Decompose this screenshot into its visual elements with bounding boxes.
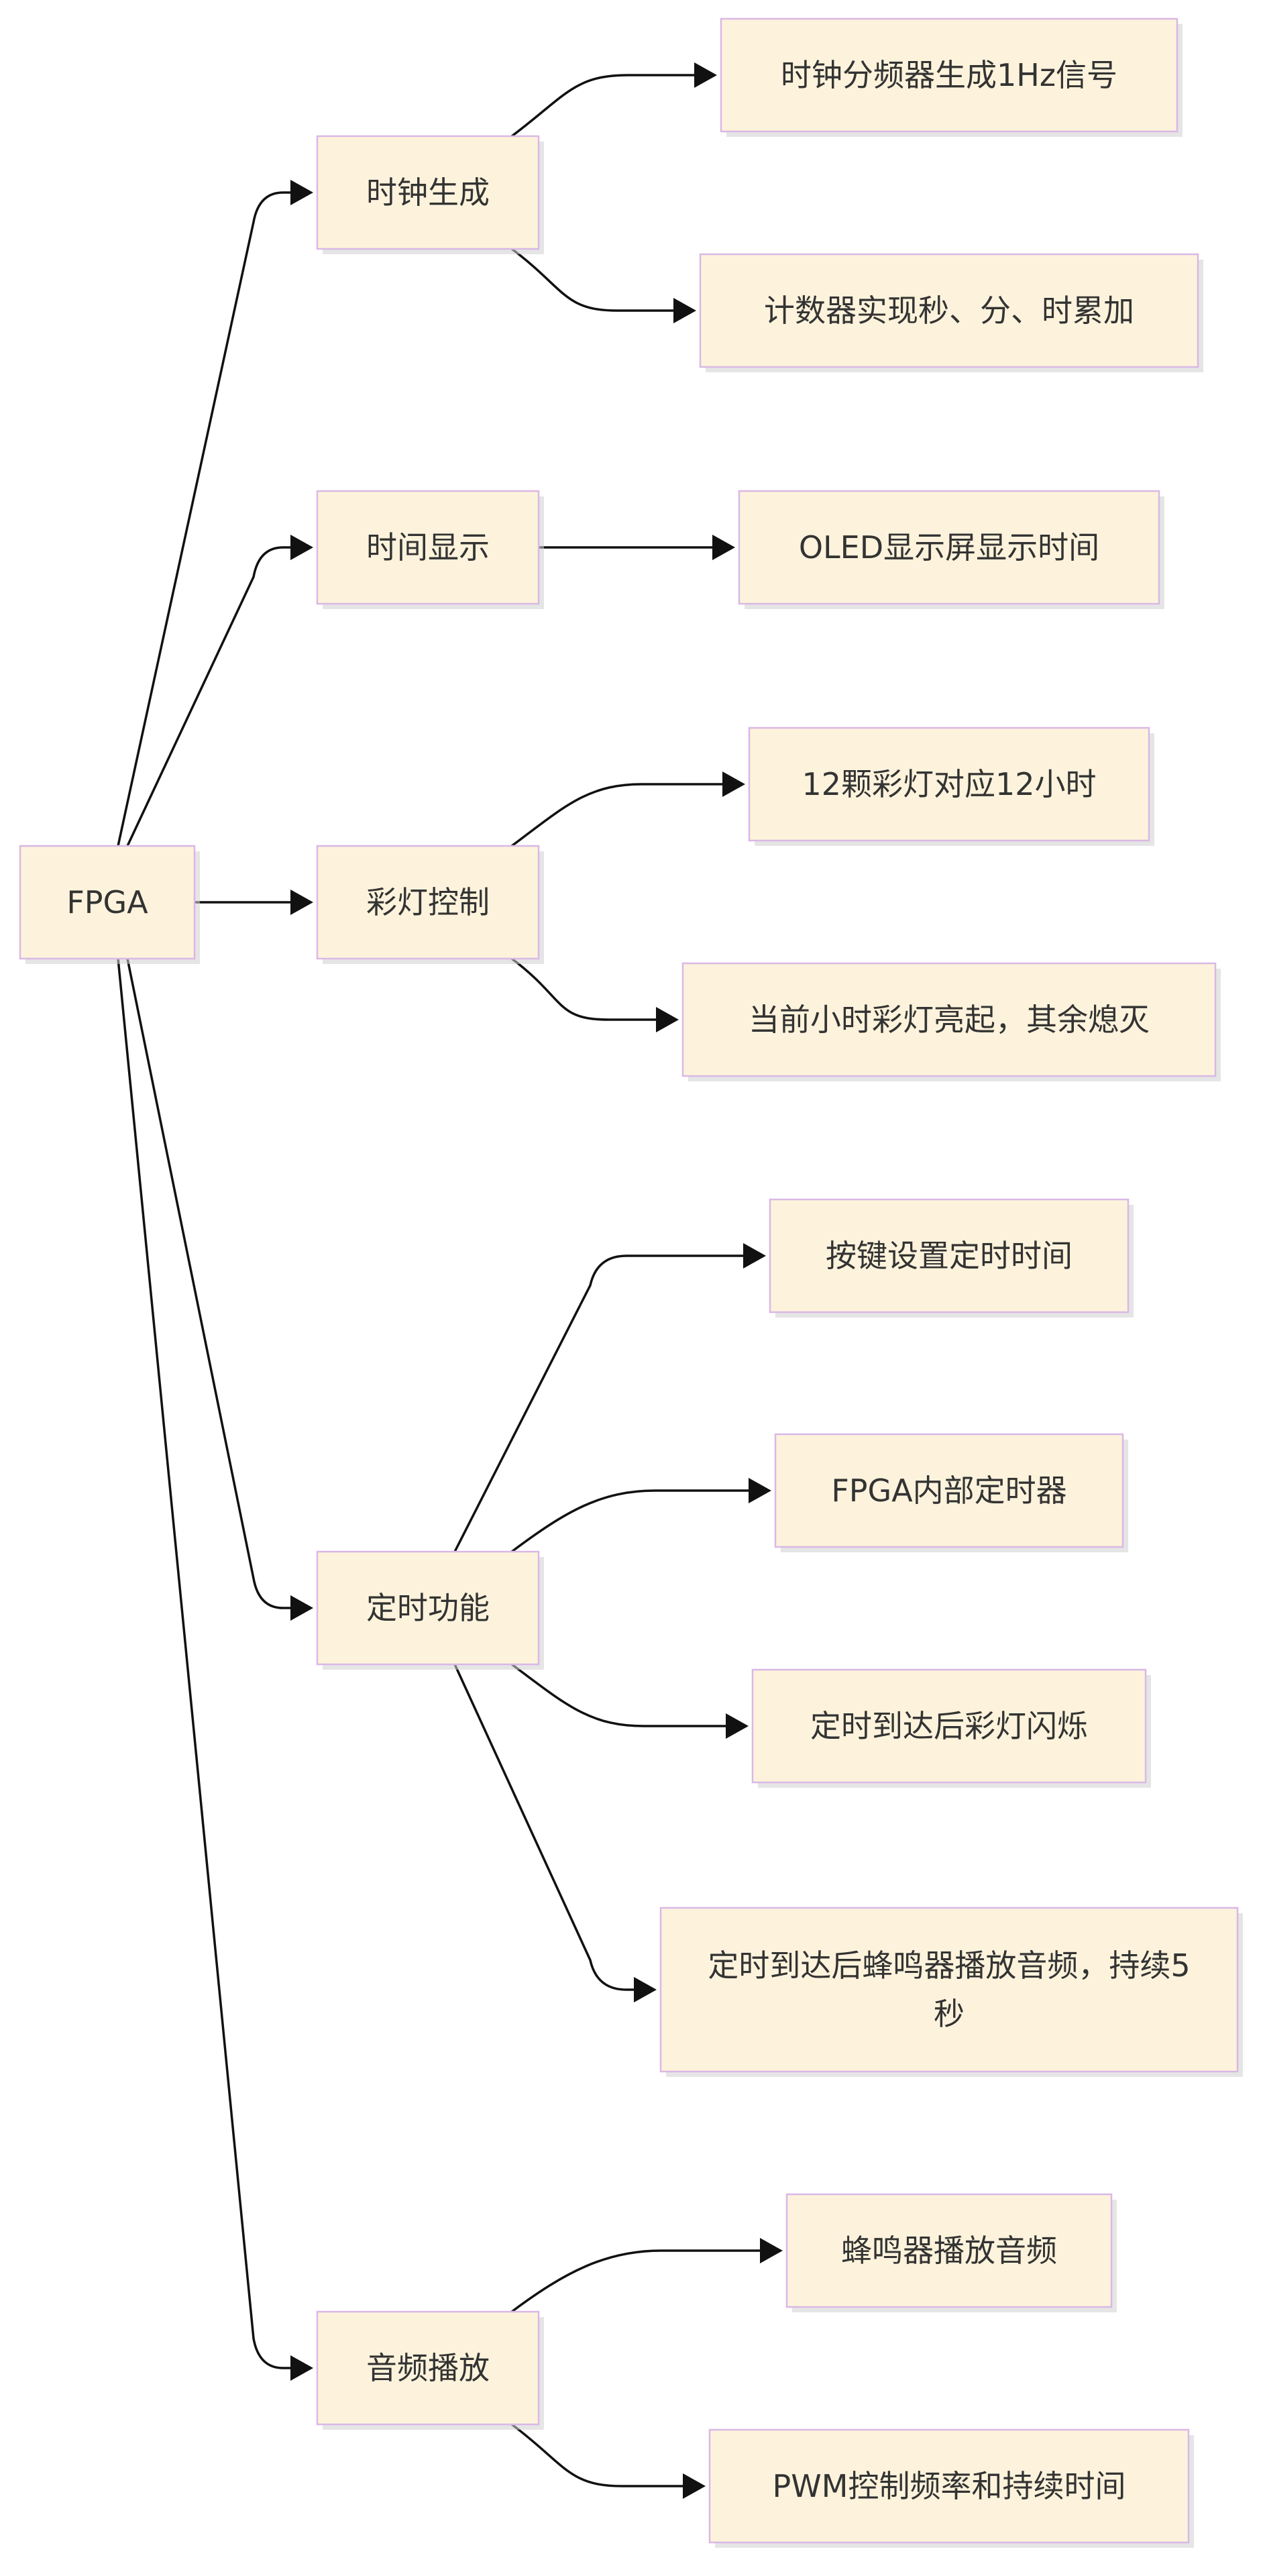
edge-root-to-branch-4: [117, 958, 293, 2369]
node-branch-3-child-0: 按键设置定时时间: [769, 1198, 1134, 1318]
edge-branch-2-to-child-0-arrow: [722, 771, 745, 797]
node-branch-3-child-1-box: [774, 1433, 1124, 1548]
node-branch-3-child-1-label: FPGA内部定时器: [831, 1472, 1066, 1509]
node-branch-1-child-0-label: OLED显示屏显示时间: [799, 529, 1099, 566]
edge-branch-3-to-child-2-arrow: [726, 1713, 749, 1739]
node-branch-2-child-1-label: 当前小时彩灯亮起，其余熄灭: [749, 1002, 1150, 1038]
edge-root-to-branch-4-arrow: [290, 2355, 313, 2381]
edge-root-to-branch-3: [126, 958, 293, 1609]
node-branch-4-box: [316, 2310, 540, 2426]
node-root-fpga: FPGA: [19, 845, 200, 964]
node-branch-4-child-1: PWM控制频率和持续时间: [708, 2428, 1194, 2548]
node-branch-3-child-2-label: 定时到达后彩灯闪烁: [810, 1708, 1088, 1744]
edge-branch-3-to-child-0: [453, 1254, 746, 1552]
node-branch-3-child-1: FPGA内部定时器: [774, 1433, 1128, 1552]
edge-branch-0-to-child-1: [510, 248, 676, 312]
edge-root-to-branch-1-arrow: [290, 535, 313, 560]
edge-root-to-branch-1: [126, 546, 293, 847]
node-branch-2-child-1-box: [681, 962, 1217, 1077]
edge-branch-3-to-child-1: [510, 1489, 751, 1553]
edge-branch-0-to-child-1-arrow: [673, 298, 696, 323]
edge-branch-4-to-child-0-arrow: [760, 2238, 783, 2263]
node-branch-3-child-0-box: [769, 1198, 1130, 1313]
edge-root-to-branch-3-arrow: [290, 1595, 313, 1621]
node-branch-3-child-2-box: [751, 1668, 1147, 1784]
edge-branch-4-to-child-1-arrow: [683, 2473, 706, 2499]
node-branch-0: 时钟生成: [316, 135, 544, 254]
node-branch-2-box: [316, 845, 540, 960]
node-branch-0-child-0-label: 时钟分频器生成1Hz信号: [781, 57, 1117, 93]
node-branch-4-child-0-label: 蜂鸣器播放音频: [841, 2233, 1057, 2269]
edge-branch-3-to-child-3-arrow: [634, 1977, 657, 2002]
node-branch-4-child-0: 蜂鸣器播放音频: [785, 2193, 1117, 2312]
node-branch-3-child-3-box: [659, 1907, 1239, 2073]
node-branch-0-label: 时钟生成: [366, 174, 490, 211]
node-branch-2-child-0-box: [748, 727, 1150, 842]
node-branch-3-child-2: 定时到达后彩灯闪烁: [751, 1668, 1151, 1788]
edge-branch-3-to-child-0-arrow: [743, 1243, 766, 1269]
edge-branch-4-to-child-0: [510, 2249, 763, 2313]
node-branch-3: 定时功能: [316, 1550, 544, 1670]
edge-branch-0-to-child-0-arrow: [694, 62, 717, 88]
node-root-fpga-label: FPGA: [66, 884, 148, 920]
node-branch-0-child-1: 计数器实现秒、分、时累加: [699, 253, 1203, 372]
edge-branch-2-to-child-1: [510, 957, 659, 1021]
node-branch-0-child-0: 时钟分频器生成1Hz信号: [720, 17, 1183, 137]
edge-branch-2-to-child-1-arrow: [656, 1007, 679, 1032]
node-branch-3-label: 定时功能: [366, 1590, 490, 1626]
edge-branch-4-to-child-1: [510, 2423, 685, 2487]
node-branch-2: 彩灯控制: [316, 845, 544, 964]
node-root-fpga-box: [19, 845, 196, 960]
edge-branch-3-to-child-2: [510, 1663, 728, 1727]
node-branch-3-box: [316, 1550, 540, 1666]
edge-branch-2-to-child-0: [510, 783, 725, 847]
node-branch-0-box: [316, 135, 540, 250]
edge-root-to-branch-0: [117, 191, 293, 847]
edge-root-to-branch-2-arrow: [290, 890, 313, 915]
node-branch-4: 音频播放: [316, 2310, 544, 2430]
node-branch-1-label: 时间显示: [366, 529, 490, 566]
node-branch-1: 时间显示: [316, 490, 544, 609]
edge-root-to-branch-0-arrow: [290, 180, 313, 205]
node-branch-4-child-1-label: PWM控制频率和持续时间: [773, 2468, 1126, 2504]
node-branch-4-child-0-box: [785, 2193, 1113, 2308]
node-branch-1-child-0-box: [738, 490, 1160, 605]
node-branch-2-child-0: 12颗彩灯对应12小时: [748, 727, 1154, 846]
node-branch-4-label: 音频播放: [366, 2350, 490, 2386]
edge-branch-1-to-child-0-arrow: [712, 535, 735, 560]
edge-branch-3-to-child-3: [453, 1664, 637, 1991]
node-branch-0-child-0-box: [720, 17, 1178, 133]
node-branch-1-child-0: OLED显示屏显示时间: [738, 490, 1164, 609]
node-branch-0-child-1-label: 计数器实现秒、分、时累加: [764, 292, 1134, 329]
node-branch-4-child-1-box: [708, 2428, 1190, 2544]
edge-branch-3-to-child-1-arrow: [749, 1478, 771, 1503]
node-branch-2-child-1: 当前小时彩灯亮起，其余熄灭: [681, 962, 1221, 1081]
edge-branch-0-to-child-0: [510, 74, 697, 138]
node-branch-1-box: [316, 490, 540, 605]
node-branch-2-child-0-label: 12颗彩灯对应12小时: [802, 766, 1096, 802]
node-branch-2-label: 彩灯控制: [366, 884, 490, 920]
edges-layer: [117, 62, 783, 2499]
node-branch-0-child-1-box: [699, 253, 1199, 368]
node-branch-3-child-0-label: 按键设置定时时间: [826, 1238, 1073, 1274]
